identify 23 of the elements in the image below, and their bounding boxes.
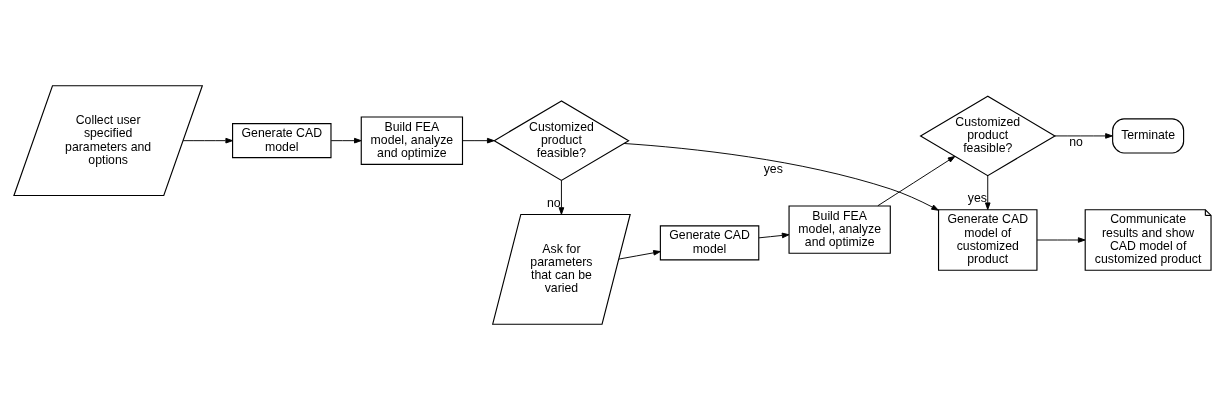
edge-label: yes	[967, 191, 987, 206]
node-box: Generate CAD model	[659, 225, 760, 261]
node-diamond: Customized product feasible?	[493, 100, 630, 182]
arrow	[330, 137, 362, 144]
edge-label: yes	[763, 161, 783, 176]
arrow	[182, 137, 233, 144]
arrow	[1036, 237, 1086, 243]
arrow	[618, 250, 661, 260]
node-box: Build FEA model, analyze and optimize	[360, 116, 464, 165]
arrow	[462, 137, 495, 144]
arrow	[623, 143, 939, 211]
arrow	[758, 232, 790, 239]
node-box: Generate CAD model	[232, 123, 332, 159]
edge-label: no	[1069, 134, 1083, 149]
node-box: Terminate	[1112, 118, 1185, 154]
node-box: Build FEA model, analyze and optimize	[788, 205, 891, 254]
node-box: Generate CAD model of customized product	[937, 209, 1038, 271]
arrow	[1054, 133, 1113, 139]
edge-label: no	[547, 196, 561, 211]
arrow	[877, 155, 956, 207]
node-diamond: Customized product feasible?	[919, 95, 1057, 177]
arrow	[558, 180, 565, 215]
arrow	[984, 175, 991, 210]
